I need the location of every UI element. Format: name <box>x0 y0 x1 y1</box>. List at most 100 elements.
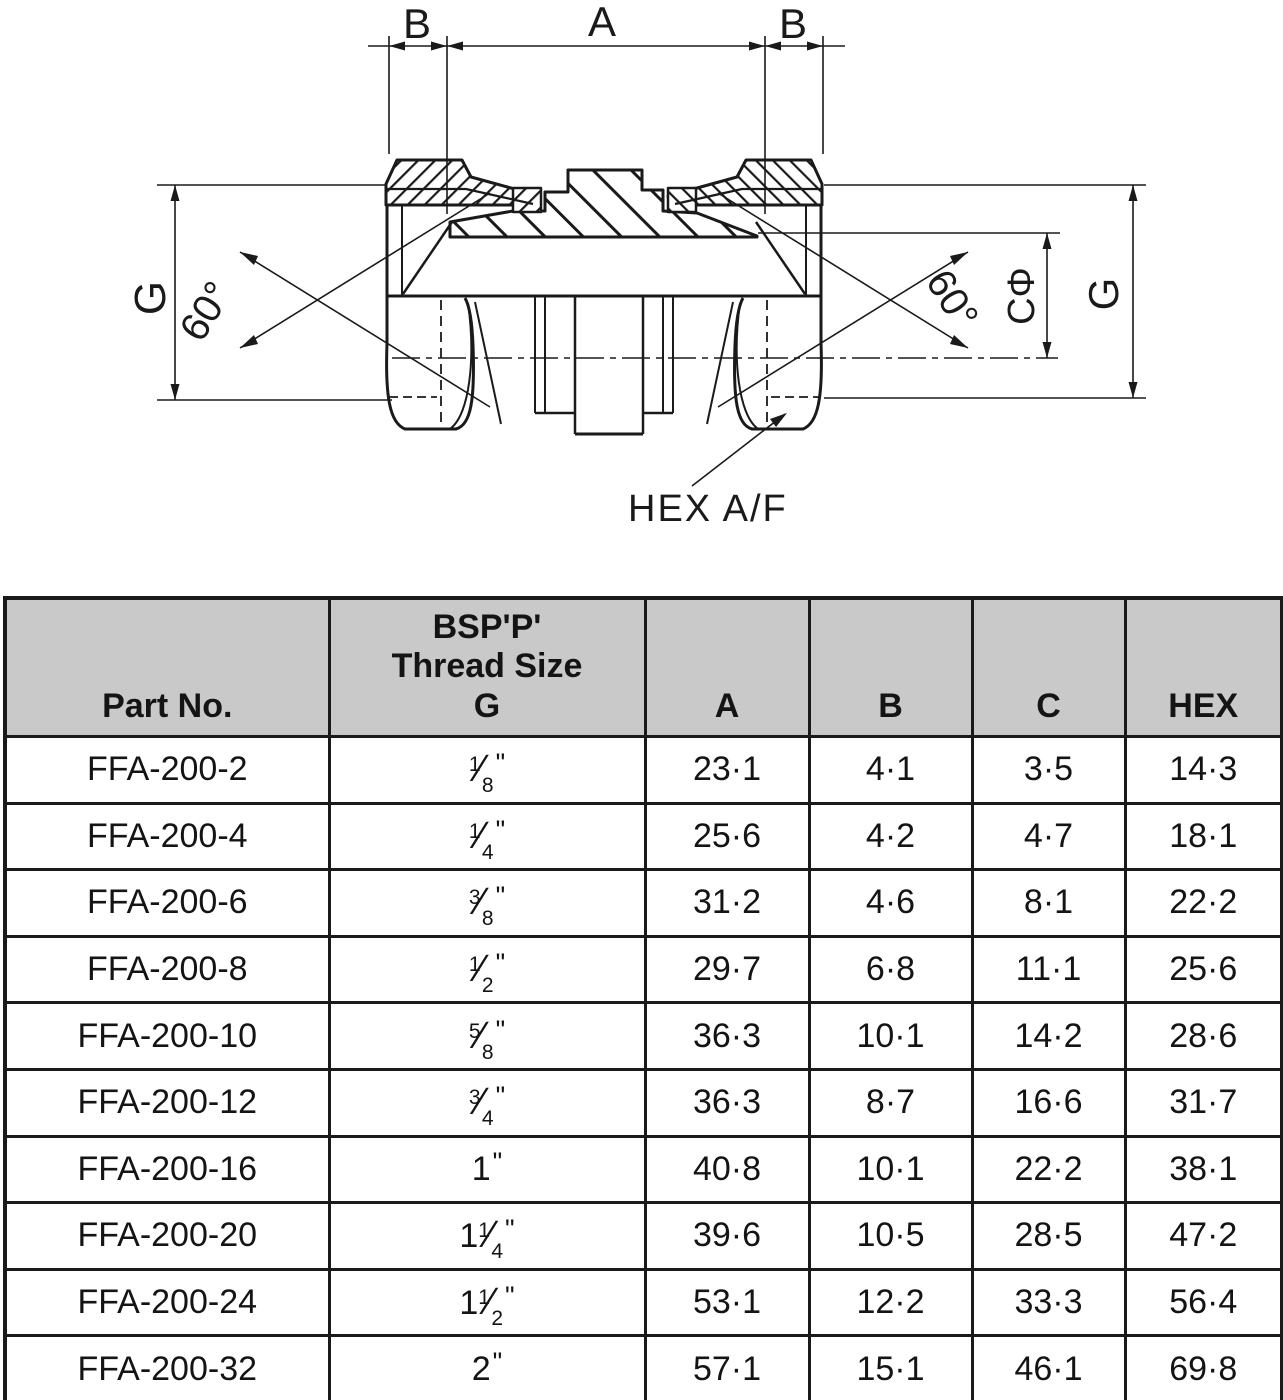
cell-part-no: FFA-200-20 <box>3 1201 331 1271</box>
header-thread-size-label: BSP'P' Thread Size G <box>391 607 583 725</box>
cell-c: 11·1 <box>970 934 1127 1005</box>
cell-c: 14·2 <box>970 1001 1127 1071</box>
cell-a: 23·1 <box>643 735 811 805</box>
cell-c: 33·3 <box>970 1267 1127 1338</box>
cell-b: 10·5 <box>807 1201 974 1271</box>
cell-thread-size: 1⁄4" <box>327 801 647 872</box>
cell-hex: 14·3 <box>1123 735 1283 805</box>
right-nut-back-slant <box>706 301 734 425</box>
cell-a: 57·1 <box>643 1334 811 1400</box>
cell-hex: 18·1 <box>1123 801 1283 872</box>
arrow <box>170 185 180 201</box>
cell-part-no: FFA-200-16 <box>3 1134 331 1205</box>
external-lower-half <box>385 296 1058 436</box>
arrow <box>950 252 968 265</box>
fitting-cross-section-svg: B A B G 60° 60° CΦ G HEX A/F <box>126 0 1146 530</box>
header-c-label: C <box>1036 686 1061 725</box>
cell-part-no: FFA-200-6 <box>3 868 331 938</box>
arrow <box>170 384 180 400</box>
cell-b: 10·1 <box>807 1001 974 1071</box>
cell-b: 6·8 <box>807 934 974 1005</box>
cell-part-no: FFA-200-12 <box>3 1067 331 1138</box>
cell-b: 10·1 <box>807 1134 974 1205</box>
angle-line <box>717 192 969 349</box>
cell-hex: 25·6 <box>1123 934 1283 1005</box>
angle-line <box>239 192 491 349</box>
header-part-no: Part No. <box>3 596 331 738</box>
cell-a: 36·3 <box>643 1001 811 1071</box>
cell-part-no: FFA-200-4 <box>3 801 331 872</box>
cell-part-no: FFA-200-8 <box>3 934 331 1005</box>
dim-label-b-right: B <box>779 0 807 47</box>
cell-c: 3·5 <box>970 735 1127 805</box>
cell-thread-size: 3⁄8" <box>327 868 647 938</box>
cell-a: 40·8 <box>643 1134 811 1205</box>
cell-thread-size: 11⁄2" <box>327 1267 647 1338</box>
cell-a: 36·3 <box>643 1067 811 1138</box>
cell-part-no: FFA-200-10 <box>3 1001 331 1071</box>
cell-thread-size: 11⁄4" <box>327 1201 647 1271</box>
header-a-label: A <box>714 686 740 725</box>
cell-b: 4·1 <box>807 735 974 805</box>
cell-b: 4·6 <box>807 868 974 938</box>
cell-part-no: FFA-200-24 <box>3 1267 331 1338</box>
dim-label-c-dia: CΦ <box>1001 267 1043 325</box>
header-b-label: B <box>878 686 903 725</box>
dimension-lines <box>157 36 1146 487</box>
cell-a: 39·6 <box>643 1201 811 1271</box>
left-hex-chamfer-arc <box>450 302 473 429</box>
cell-thread-size: 3⁄4" <box>327 1067 647 1138</box>
arrow <box>765 41 781 51</box>
dim-label-g-left: G <box>126 281 175 315</box>
arrow <box>770 413 787 427</box>
arrow <box>447 41 463 51</box>
arrow <box>807 41 823 51</box>
cell-hex: 56·4 <box>1123 1267 1283 1338</box>
cell-hex: 28·6 <box>1123 1001 1283 1071</box>
hex-af-label: HEX A/F <box>628 488 788 530</box>
cell-hex: 69·8 <box>1123 1334 1283 1400</box>
cell-thread-size: 2" <box>327 1334 647 1400</box>
arrow <box>950 335 968 348</box>
header-hex: HEX <box>1123 596 1283 738</box>
header-b: B <box>807 596 974 738</box>
left-nut-back-slant <box>474 301 502 425</box>
cell-c: 8·1 <box>970 868 1127 938</box>
cell-c: 16·6 <box>970 1067 1127 1138</box>
drawing-labels: B A B G 60° 60° CΦ G HEX A/F <box>126 0 1127 530</box>
cell-part-no: FFA-200-2 <box>3 735 331 805</box>
left-hex-nut-outline <box>385 297 475 431</box>
cell-c: 46·1 <box>970 1334 1127 1400</box>
header-c: C <box>970 596 1127 738</box>
cell-c: 28·5 <box>970 1201 1127 1271</box>
header-row: Part No. BSP'P' Thread Size G A B C HEX <box>3 596 1283 738</box>
cell-a: 53·1 <box>643 1267 811 1338</box>
header-thread-size: BSP'P' Thread Size G <box>327 596 647 738</box>
hex-leader-line <box>691 413 786 487</box>
arrow <box>749 41 765 51</box>
cell-a: 25·6 <box>643 801 811 872</box>
arrow <box>1042 233 1052 249</box>
angle-label-left: 60° <box>171 274 240 349</box>
cell-hex: 31·7 <box>1123 1067 1283 1138</box>
header-hex-label: HEX <box>1168 686 1239 725</box>
angle-line <box>717 251 969 408</box>
arrow <box>240 335 258 348</box>
right-cap-underside <box>674 187 822 206</box>
arrow <box>389 41 405 51</box>
cell-thread-size: 1⁄2" <box>327 934 647 1005</box>
cell-hex: 38·1 <box>1123 1134 1283 1205</box>
right-cone-seat <box>754 221 807 295</box>
technical-drawing: B A B G 60° 60° CΦ G HEX A/F <box>0 0 1283 560</box>
arrow <box>1128 185 1138 201</box>
angle-label-right: 60° <box>917 262 986 337</box>
arrow <box>431 41 447 51</box>
